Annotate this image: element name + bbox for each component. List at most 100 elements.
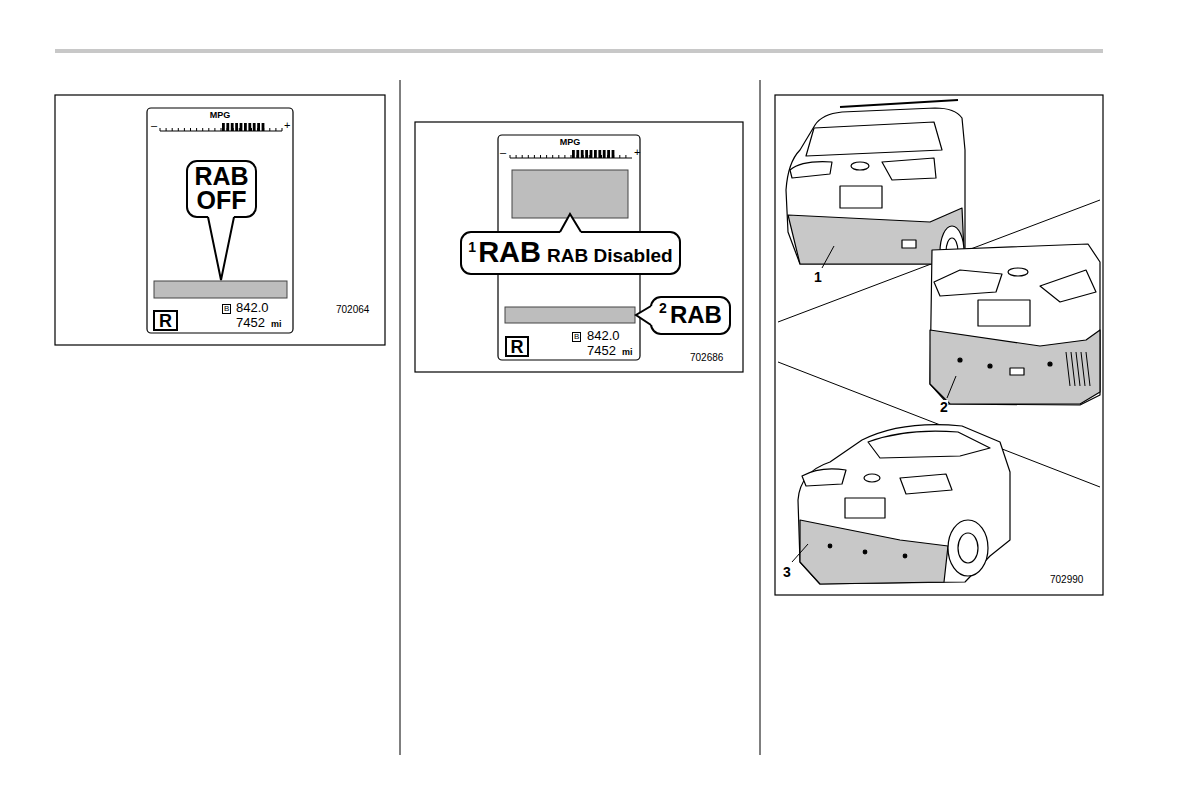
mpg-scale [522,155,523,158]
suv-rear [902,240,916,248]
odometer-value: 842.0 [236,301,269,314]
sedan-rear [903,554,907,558]
suv-rear-detail [1086,352,1090,386]
mpg-scale [528,155,529,158]
mpg-scale [546,155,547,158]
suv-rear [851,162,869,170]
mpg-scale [612,150,615,158]
mpg-scale [196,128,197,131]
mpg-scale [221,128,222,131]
figure-code: 702064 [336,305,369,315]
mpg-scale [178,128,179,131]
mpg-scale [235,123,238,131]
gear-indicator: R [505,336,529,357]
mpg-scale [516,155,517,158]
callout-number: 1 [814,270,822,284]
mpg-scale [564,155,565,158]
suv-rear-detail [1040,270,1096,302]
suv-rear-detail [1071,352,1075,386]
mpg-scale [184,128,185,131]
suv-rear-detail [947,376,956,398]
sedan-rear [863,550,867,554]
suv-rear [786,108,965,270]
mpg-scale [231,123,234,131]
mpg-scale [202,128,203,131]
scale-sign: + [284,120,290,131]
node-text: RAB [670,302,722,328]
mpg-scale [552,155,553,158]
unit-label: mi [622,348,633,357]
suv-rear-detail [958,358,962,362]
bubble-tail [636,306,654,325]
display-label: MPG [210,111,231,120]
mpg-scale [585,150,588,158]
figure-frame [55,95,385,345]
odometer-value: 7452 [587,344,616,357]
sedan-rear [900,474,952,494]
scale-sign: – [500,147,506,158]
sedan-rear [828,544,832,548]
sedan-rear [802,469,846,486]
mpg-scale [607,150,610,158]
mpg-scale [576,150,579,158]
callout-number: 2 [940,400,948,414]
figure-code: 702990 [1050,575,1083,585]
node-text: R [511,338,524,356]
mpg-scale [222,123,225,131]
display-bar [154,281,287,298]
bubble-outline [461,232,680,274]
section-divider [778,200,1100,487]
suv-rear [806,122,942,156]
suv-rear [882,158,936,180]
mpg-scale [160,128,161,131]
mpg-scale [598,150,601,158]
page-rule [55,51,1103,755]
bubble-outline [651,297,730,334]
bubble-tail [208,214,234,280]
bubble-tail [636,306,651,325]
suv-rear-detail [930,330,1100,404]
display-bar [512,170,628,218]
suv-rear-detail [1010,368,1024,375]
suv-rear-detail [1048,362,1052,366]
sedan-rear [798,425,1010,584]
mpg-scale [571,155,572,158]
mpg-scale [534,155,535,158]
mpg-scale [282,128,283,131]
mpg-scale [510,155,511,158]
display-screen [147,108,640,360]
trip-icon: B [222,304,231,314]
mpg-scale [590,150,593,158]
mpg-scale [257,123,260,131]
suv-rear [840,100,958,107]
mpg-scale [190,128,191,131]
mpg-scale [572,150,575,158]
figure-frame [415,122,743,372]
sedan-rear [958,533,978,563]
suv-rear-detail [1066,352,1070,386]
mpg-scale [262,123,265,131]
suv-rear-detail [978,300,1030,326]
mpg-scale [240,123,243,131]
mpg-scale [214,128,215,131]
scale-sign: – [151,120,157,131]
mpg-scale [581,150,584,158]
mpg-scale [253,123,256,131]
suv-rear [790,162,832,178]
mpg-scale [603,150,606,158]
node-text: RAB OFF [194,165,249,213]
suv-rear [840,186,882,208]
odometer-value: 842.0 [587,329,620,342]
suv-rear-detail [934,270,1002,296]
mpg-scale [269,128,270,131]
figure-frame [55,95,1103,595]
sedan-rear [845,498,885,518]
bubble-tail [208,217,234,280]
suv-rear-detail [1066,352,1090,386]
suv-rear-detail [1076,352,1080,386]
suv-rear-detail [1008,268,1028,276]
callout-number: 3 [783,565,791,579]
suv-rear-detail [1081,352,1085,386]
callout-bubble: RAB OFF [186,160,257,218]
mpg-scale [208,128,209,131]
